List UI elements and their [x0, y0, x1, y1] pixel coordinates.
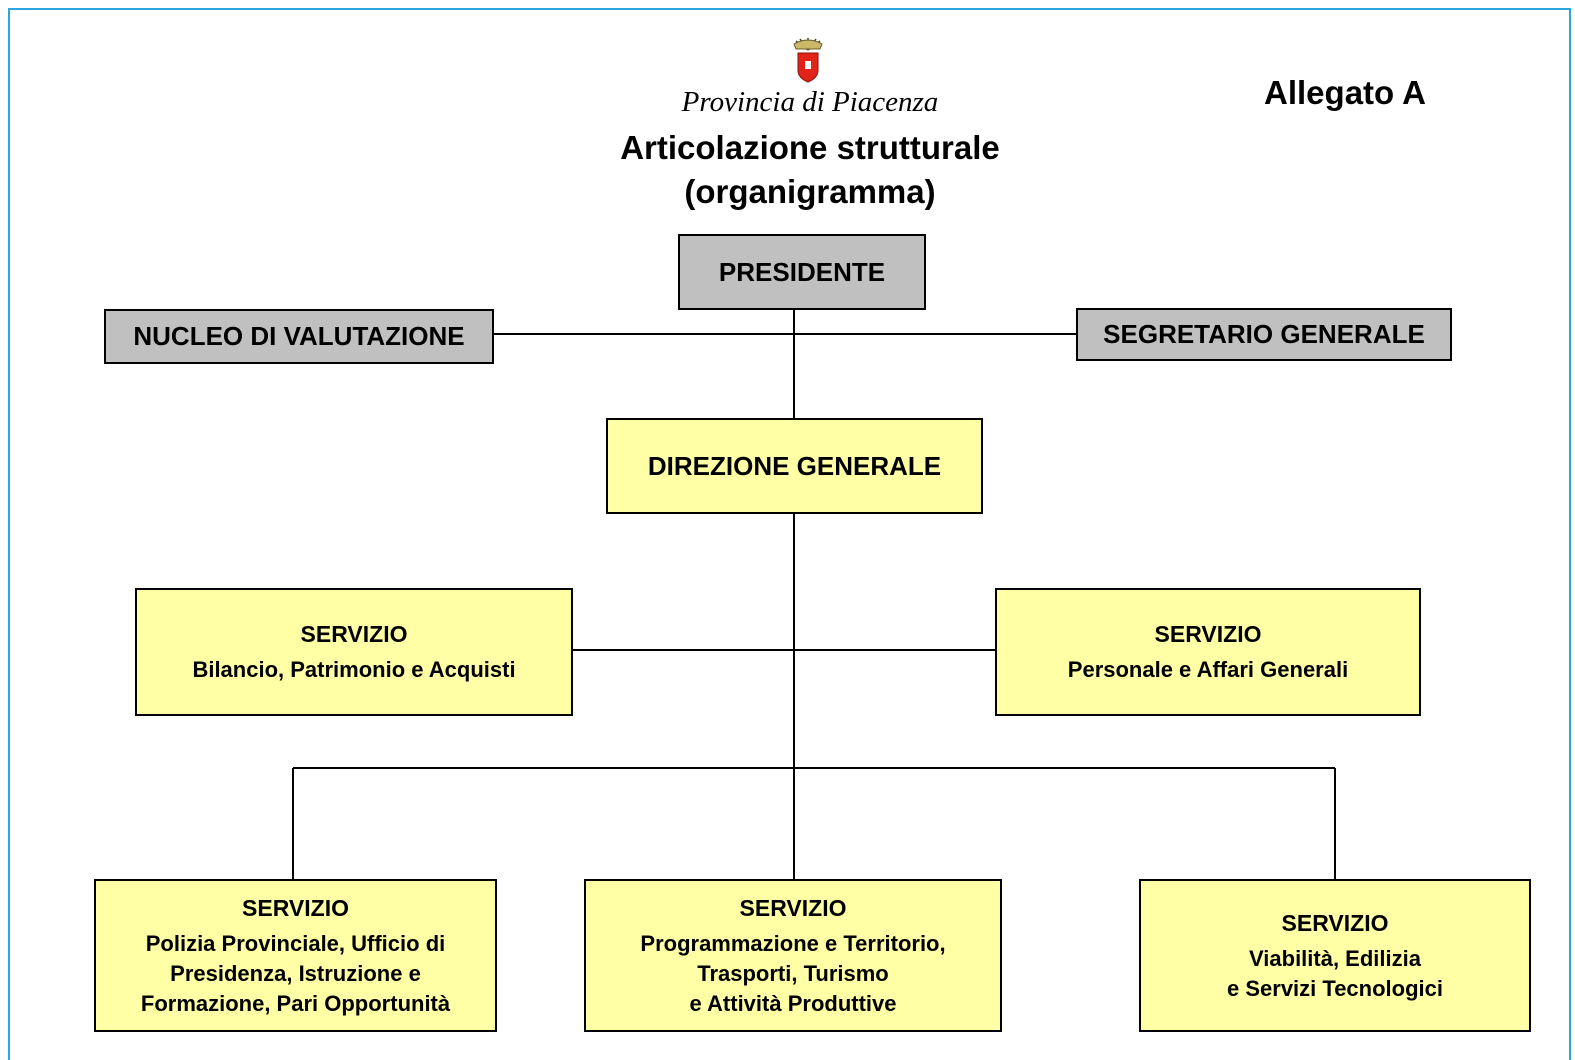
- node-bilancio-line-1: Bilancio, Patrimonio e Acquisti: [192, 657, 516, 682]
- node-viabilita-line-1: Viabilità, Edilizia: [1249, 945, 1421, 971]
- title-line-1: Articolazione strutturale: [620, 129, 1000, 166]
- node-nucleo-label: NUCLEO DI VALUTAZIONE: [133, 321, 465, 351]
- page-title: Articolazione strutturale (organigramma): [560, 126, 1060, 214]
- annex-label: Allegato A: [1264, 74, 1426, 111]
- node-programmazione-line-2: Trasporti, Turismo: [697, 960, 889, 986]
- node-bilancio-head: SERVIZIO: [300, 621, 408, 647]
- page-frame: [8, 8, 1571, 1060]
- node-polizia-line-2: Presidenza, Istruzione e: [170, 960, 421, 986]
- node-servizio-bilancio: SERVIZIO Bilancio, Patrimonio e Acquisti: [135, 588, 573, 716]
- node-programmazione-line-1: Programmazione e Territorio,: [640, 930, 946, 956]
- node-polizia-line-1: Polizia Provinciale, Ufficio di: [145, 930, 446, 956]
- title-line-2: (organigramma): [684, 173, 936, 210]
- node-polizia-head: SERVIZIO: [242, 894, 349, 921]
- node-servizio-personale: SERVIZIO Personale e Affari Generali: [995, 588, 1421, 716]
- node-servizio-viabilita: SERVIZIO Viabilità, Edilizia e Servizi T…: [1139, 879, 1531, 1032]
- node-servizio-polizia: SERVIZIO Polizia Provinciale, Ufficio di…: [94, 879, 497, 1032]
- province-name: Provincia di Piacenza: [681, 86, 939, 118]
- node-viabilita-head: SERVIZIO: [1281, 909, 1389, 936]
- node-programmazione-head: SERVIZIO: [739, 894, 847, 921]
- node-segretario-generale: SEGRETARIO GENERALE: [1076, 308, 1452, 361]
- node-viabilita-line-2: e Servizi Tecnologici: [1227, 975, 1443, 1001]
- node-polizia-line-3: Formazione, Pari Opportunità: [140, 990, 451, 1016]
- node-presidente-label: PRESIDENTE: [718, 256, 886, 287]
- node-nucleo-di-valutazione: NUCLEO DI VALUTAZIONE: [104, 309, 494, 364]
- node-programmazione-line-3: e Attività Produttive: [689, 990, 897, 1016]
- node-segretario-label: SEGRETARIO GENERALE: [1103, 319, 1425, 349]
- node-personale-line-1: Personale e Affari Generali: [1067, 657, 1349, 682]
- crest-icon: [793, 38, 823, 83]
- node-servizio-programmazione: SERVIZIO Programmazione e Territorio, Tr…: [584, 879, 1002, 1032]
- node-direzione-generale: DIREZIONE GENERALE: [606, 418, 983, 514]
- node-personale-head: SERVIZIO: [1154, 621, 1262, 647]
- node-presidente: PRESIDENTE: [678, 234, 926, 310]
- node-direzione-label: DIREZIONE GENERALE: [647, 450, 942, 481]
